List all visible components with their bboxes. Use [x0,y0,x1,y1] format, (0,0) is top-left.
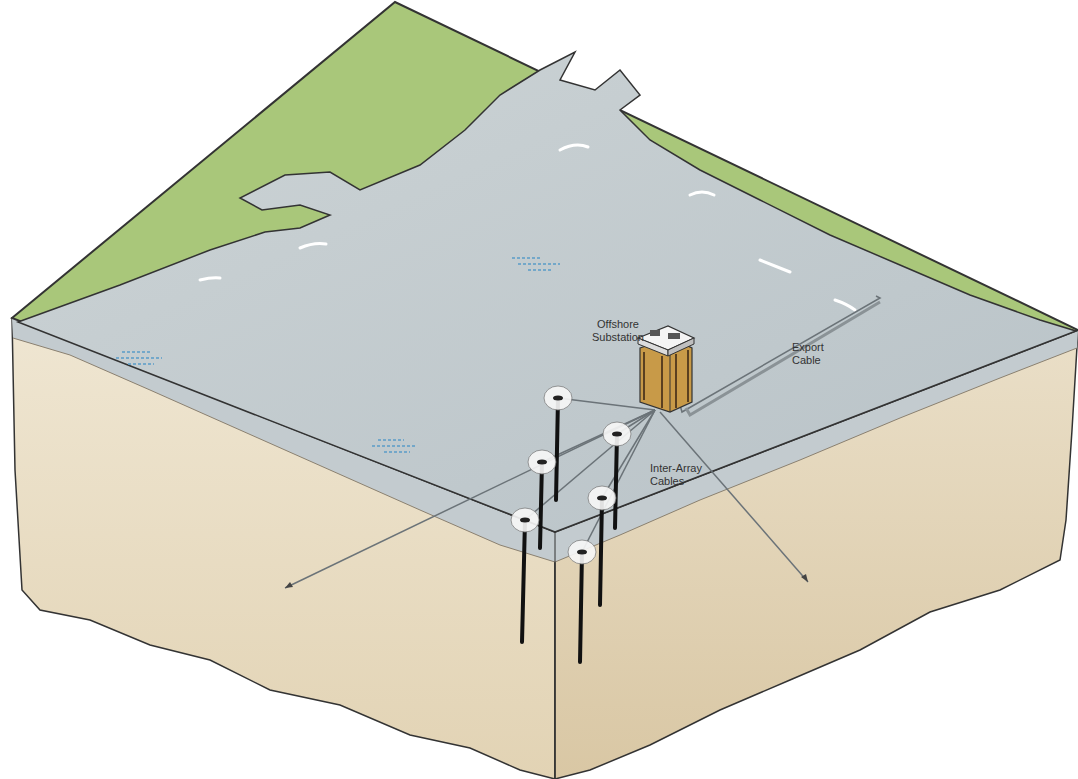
offshore-substation [638,326,694,412]
cable-end-arrow [285,582,293,588]
sea-surface [18,52,1076,532]
wave-highlights [200,145,855,310]
land-surface [12,2,1078,532]
water-ripples [116,258,560,452]
cable-lines [285,296,880,588]
wind-turbines [511,386,631,662]
cable-end-arrow [801,574,808,582]
front-edge [555,532,556,779]
part-label: Export Cable [792,341,838,367]
export-cable [686,302,880,415]
part-label: Inter-Array Cables [650,462,706,488]
part-label: Offshore Substation [588,318,648,344]
